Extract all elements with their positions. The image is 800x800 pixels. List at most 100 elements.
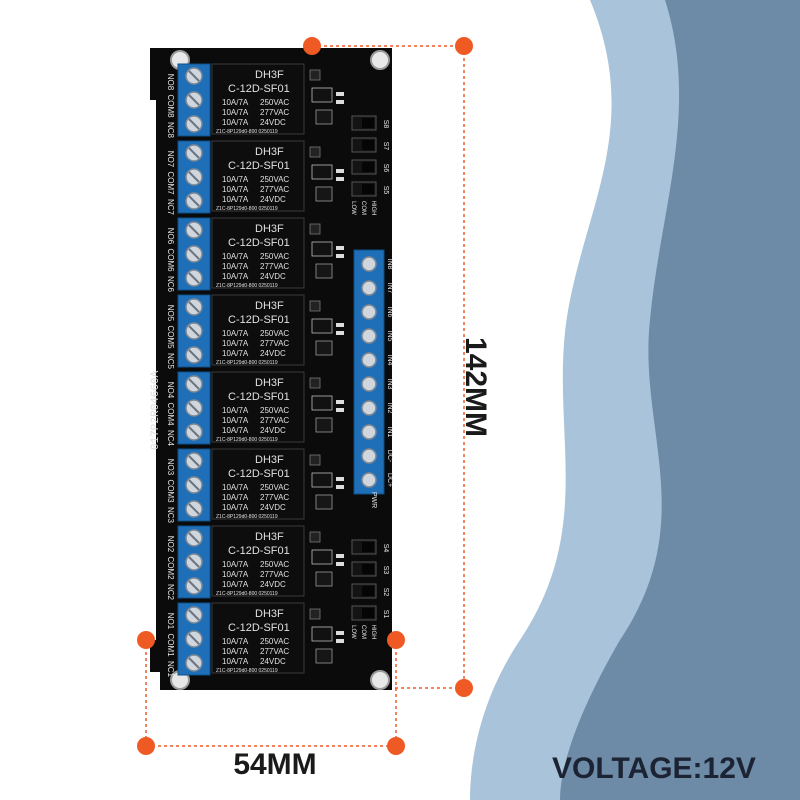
transistor: [311, 395, 333, 411]
terminal-label: NC7: [166, 199, 175, 216]
terminal-label: COM1: [166, 633, 175, 657]
relay-model: C-12D-SF01: [228, 314, 290, 326]
relay-brand: DH3F: [255, 454, 284, 466]
screw-slot: [188, 556, 200, 568]
jumper-level-label: HIGH: [370, 625, 376, 640]
screw-slot: [188, 195, 200, 207]
jumper-cap: [362, 564, 374, 574]
relay-rating: 10A/7A: [222, 175, 249, 184]
screw-icon: [361, 280, 377, 296]
jumper-level-label: HIGH: [370, 201, 376, 216]
relay-rating-volt: 250VAC: [260, 175, 289, 184]
relay-code: Z1C-8P129d0-800 0250119: [216, 514, 278, 520]
relay-rating: 10A/7A: [222, 118, 249, 127]
transistor: [311, 549, 333, 565]
screw-slot: [188, 479, 200, 491]
relay-body: [211, 371, 305, 443]
relay-rating: 10A/7A: [222, 98, 249, 107]
screw-slot: [188, 580, 200, 592]
relay-code: Z1C-8P129d0-800 0250119: [216, 668, 278, 674]
screw-slot: [188, 657, 200, 669]
screw-slot: [188, 426, 200, 438]
terminal-label: NC5: [166, 353, 175, 370]
relay-rating-volt: 24VDC: [260, 118, 286, 127]
relay-rating: 10A/7A: [222, 185, 249, 194]
diode: [309, 377, 321, 389]
background-wave-dark: [560, 0, 800, 800]
diode: [309, 223, 321, 235]
resistor: [336, 246, 344, 250]
dimension-dot: [387, 631, 405, 649]
screw-icon: [361, 424, 377, 440]
relay-rating: 10A/7A: [222, 580, 249, 589]
resistor: [336, 639, 344, 643]
resistor: [336, 254, 344, 258]
screw-slot: [188, 248, 200, 260]
jumper-level-label: COM: [360, 201, 366, 215]
resistor: [336, 485, 344, 489]
dimension-dot: [137, 631, 155, 649]
jumper-label: S6: [382, 164, 389, 173]
screw-icon: [361, 304, 377, 320]
relay-code: Z1C-8P129d0-800 0250119: [216, 129, 278, 135]
relay-rating-volt: 250VAC: [260, 252, 289, 261]
input-label: IN4: [386, 355, 393, 366]
jumper-cap: [362, 586, 374, 596]
input-label: IN7: [386, 283, 393, 294]
diode: [309, 454, 321, 466]
relay-body: [211, 140, 305, 212]
relay-body: [211, 63, 305, 135]
relay-model: C-12D-SF01: [228, 391, 290, 403]
jumper-label: S3: [382, 566, 389, 575]
relay-rating: 10A/7A: [222, 339, 249, 348]
relay-brand: DH3F: [255, 608, 284, 620]
screw-icon: [361, 448, 377, 464]
relay-rating: 10A/7A: [222, 647, 249, 656]
optocoupler: [315, 186, 333, 202]
screw-icon: [361, 472, 377, 488]
jumper-cap: [362, 542, 374, 552]
screw-slot: [188, 171, 200, 183]
relay-rating: 10A/7A: [222, 272, 249, 281]
relay-body: [211, 448, 305, 520]
relay-rating-volt: 24VDC: [260, 503, 286, 512]
relay-body: [211, 525, 305, 597]
resistor: [336, 562, 344, 566]
terminal-label: NC4: [166, 430, 175, 447]
screw-icon: [361, 400, 377, 416]
optocoupler: [315, 340, 333, 356]
relay-brand: DH3F: [255, 377, 284, 389]
relay-rating-volt: 277VAC: [260, 108, 289, 117]
jumper-label: S5: [382, 186, 389, 195]
diode: [309, 608, 321, 620]
jumper-level-label: COM: [360, 625, 366, 639]
jumper-label: S8: [382, 120, 389, 129]
terminal-label: NO8: [166, 74, 175, 91]
terminal-label: COM2: [166, 556, 175, 580]
mounting-hole: [370, 670, 390, 690]
relay-rating-volt: 24VDC: [260, 580, 286, 589]
diode: [309, 300, 321, 312]
screw-slot: [188, 272, 200, 284]
dimension-dot: [455, 679, 473, 697]
relay-rating-volt: 277VAC: [260, 339, 289, 348]
relay-code: Z1C-8P129d0-800 0250119: [216, 437, 278, 443]
relay-rating: 10A/7A: [222, 195, 249, 204]
relay-rating-volt: 277VAC: [260, 416, 289, 425]
resistor: [336, 554, 344, 558]
input-label: IN3: [386, 379, 393, 390]
relay-rating: 10A/7A: [222, 252, 249, 261]
input-label: DC+: [386, 473, 393, 487]
screw-slot: [188, 224, 200, 236]
terminal-label: NO2: [166, 536, 175, 553]
relay-rating-volt: 277VAC: [260, 185, 289, 194]
input-label: IN1: [386, 427, 393, 438]
relay-rating: 10A/7A: [222, 493, 249, 502]
relay-rating-volt: 250VAC: [260, 98, 289, 107]
relay-rating-volt: 250VAC: [260, 329, 289, 338]
